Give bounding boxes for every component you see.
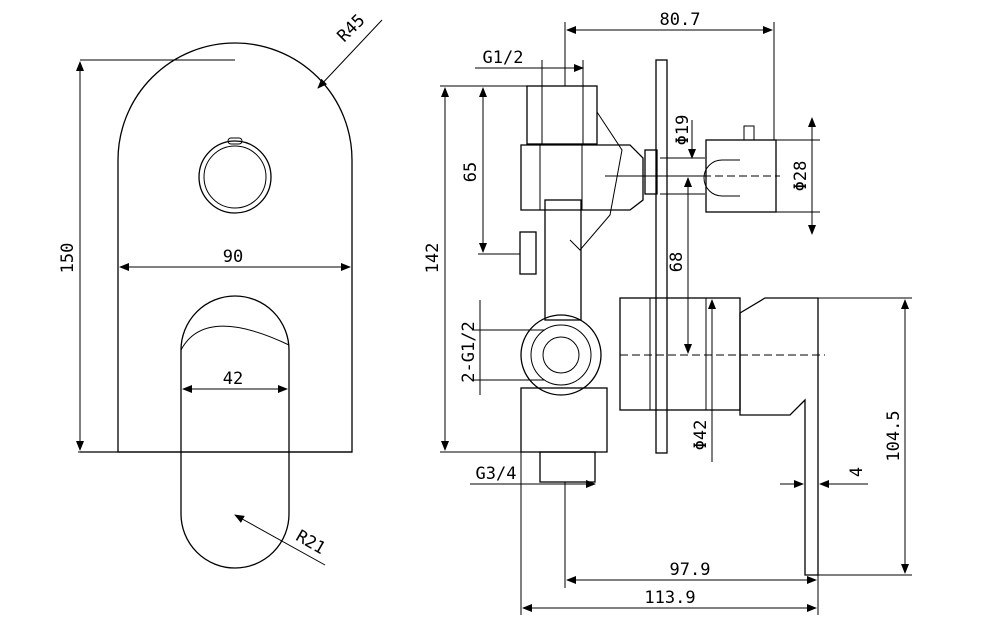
handle-outline <box>180 295 290 569</box>
valve-body-upper <box>526 85 598 145</box>
dim-valve-diameter-label: Φ42 <box>691 420 711 451</box>
port-ring-mid <box>530 324 592 386</box>
valve-collar <box>520 144 644 211</box>
front-view: 150 90 42 R45 R21 <box>58 11 383 569</box>
upper-knob-inner <box>203 145 267 209</box>
dim-lever-height-label: 104.5 <box>884 410 904 461</box>
dim-handle-width-label: 42 <box>223 369 243 389</box>
upper-knob-outer <box>198 140 272 214</box>
spout-tip <box>703 159 740 197</box>
side-nut <box>519 231 537 275</box>
dim-port-spacing-label: 68 <box>667 252 687 272</box>
dim-projection-2-label: 113.9 <box>644 588 695 608</box>
handle-inner-edge <box>180 325 290 351</box>
lever-handle <box>739 297 819 576</box>
wall-plate <box>655 59 668 454</box>
dim-side-ports-label: 2-G1/2 <box>459 321 479 382</box>
port-ring-outer <box>520 314 602 396</box>
lower-thread <box>539 451 596 483</box>
dim-upper-spacing-label: 65 <box>461 162 481 182</box>
port-ring-inner <box>542 336 580 374</box>
valve-body-stem <box>544 199 582 321</box>
dim-lever-thickness-label: 4 <box>847 467 867 477</box>
dim-depth-label: 80.7 <box>660 10 701 30</box>
valve-body-lower <box>520 387 608 453</box>
upper-knob-indicator <box>227 137 243 145</box>
cover-plate-outline <box>117 42 353 453</box>
dim-outlet-diameter-label: Φ19 <box>673 115 693 146</box>
dim-r21-leader <box>234 514 326 566</box>
dim-projection-1-label: 97.9 <box>670 560 711 580</box>
cartridge-housing <box>619 297 741 411</box>
side-view: 80.7 G1/2 142 65 68 Φ19 Φ28 2-G1/2 <box>423 10 912 615</box>
dim-width-label: 90 <box>223 247 243 267</box>
spout-cap <box>743 125 755 141</box>
spindle-nut <box>644 149 658 195</box>
dim-total-height-label: 142 <box>423 243 443 274</box>
dim-spout-diameter-label: Φ28 <box>791 161 811 192</box>
dim-r45-leader <box>317 19 383 89</box>
dim-r21-label: R21 <box>292 526 329 559</box>
dim-r45-label: R45 <box>334 11 370 47</box>
dim-inlet-label: G1/2 <box>483 48 524 68</box>
dim-height-label: 150 <box>58 243 78 274</box>
diverter-channel <box>569 111 623 251</box>
dim-bottom-thread-label: G3/4 <box>476 464 517 484</box>
